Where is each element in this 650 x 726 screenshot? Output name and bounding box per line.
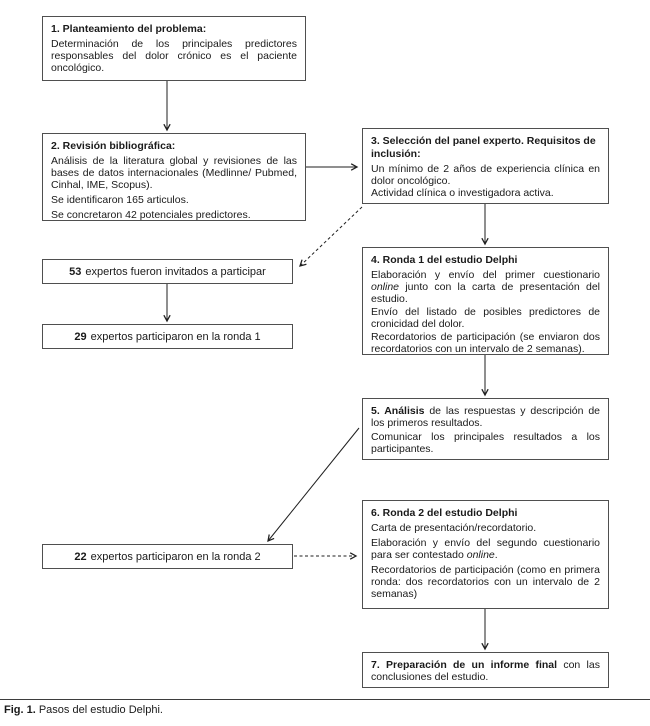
- round2-count: 22: [74, 550, 87, 563]
- step3-text-1: Un mínimo de 2 años de experiencia clíni…: [371, 163, 600, 187]
- step6-text-1: Carta de presentación/recordatorio.: [371, 522, 537, 534]
- step5-text-1: 5. Análisis de las respuestas y descripc…: [371, 405, 601, 429]
- flowchart-box-step4: 4. Ronda 1 del estudio Delphi Elaboració…: [362, 247, 609, 355]
- step4-text-3: Recordatorios de participación (se envia…: [371, 331, 600, 355]
- step1-title: 1. Planteamiento del problema:: [51, 23, 207, 35]
- figure-caption: Fig. 1. Pasos del estudio Delphi.: [4, 704, 163, 717]
- flowchart-box-step5: 5. Análisis de las respuestas y descripc…: [362, 398, 609, 460]
- dashed-arrow-step3-to-invited: [299, 206, 363, 267]
- step4-title: 4. Ronda 1 del estudio Delphi: [371, 254, 518, 266]
- step2-title: 2. Revisión bibliográfica:: [51, 140, 176, 152]
- flowchart-box-step6: 6. Ronda 2 del estudio Delphi Carta de p…: [362, 500, 609, 609]
- step2-text-3: Se concretaron 42 potenciales predictore…: [51, 209, 251, 221]
- caption-text: Pasos del estudio Delphi.: [38, 704, 163, 716]
- step2-text-1: Análisis de la literatura global y revis…: [51, 155, 297, 191]
- step2-text-2: Se identificaron 165 articulos.: [51, 194, 189, 206]
- step1-text: Determinación de los principales predict…: [51, 38, 297, 74]
- flowchart-box-step2: 2. Revisión bibliográfica: Análisis de l…: [42, 133, 306, 221]
- round1-label: expertos participaron en la ronda 1: [90, 330, 261, 343]
- step4-text-1: Elaboración y envío del primer cuestiona…: [371, 269, 600, 305]
- step6-title: 6. Ronda 2 del estudio Delphi: [371, 507, 518, 519]
- milestone-invited-experts: 53 expertos fueron invitados a participa…: [42, 259, 293, 284]
- caption-divider: [0, 699, 650, 700]
- step3-text-2: Actividad clínica o investigadora activa…: [371, 187, 554, 199]
- milestone-round1-participants: 29 expertos participaron en la ronda 1: [42, 324, 293, 349]
- step3-title: 3. Selección del panel experto. Requisit…: [371, 135, 596, 160]
- step4-text-2: Envío del listado de posibles predictore…: [371, 306, 600, 330]
- milestone-round2-participants: 22 expertos participaron en la ronda 2: [42, 544, 293, 569]
- flowchart-box-step3: 3. Selección del panel experto. Requisit…: [362, 128, 609, 204]
- step5-text-2: Comunicar los principales resultados a l…: [371, 431, 600, 455]
- invited-count: 53: [69, 265, 82, 278]
- caption-label: Fig. 1.: [4, 704, 36, 716]
- invited-label: expertos fueron invitados a participar: [85, 265, 266, 278]
- flowchart-box-step7: 7. Preparación de un informe final con l…: [362, 652, 609, 688]
- flowchart-box-step1: 1. Planteamiento del problema: Determina…: [42, 16, 306, 81]
- arrow-step5-to-round2: [267, 427, 360, 543]
- step7-text: 7. Preparación de un informe final con l…: [371, 659, 600, 683]
- step6-text-2: Elaboración y envío del segundo cuestion…: [371, 537, 600, 561]
- step6-text-3: Recordatorios de participación (como en …: [371, 564, 600, 600]
- round1-count: 29: [74, 330, 87, 343]
- round2-label: expertos participaron en la ronda 2: [90, 550, 261, 563]
